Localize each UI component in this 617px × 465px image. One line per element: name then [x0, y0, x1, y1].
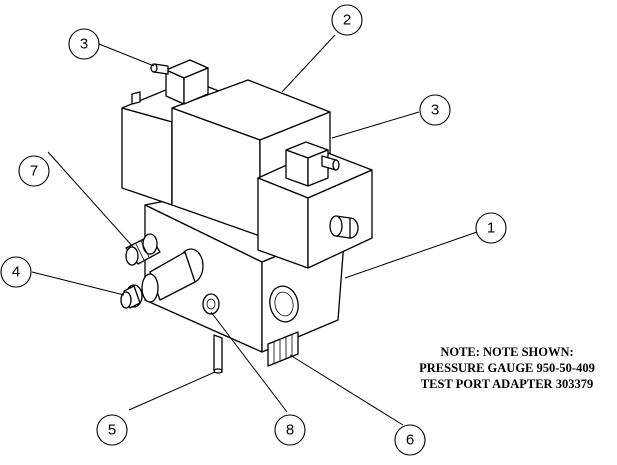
- test-port-adapter: [120, 248, 204, 309]
- callout-3-right-label: 3: [431, 102, 439, 119]
- knurled-knob: [267, 331, 299, 367]
- leader-lines: [31, 34, 478, 426]
- callout-3-right: 3: [419, 94, 451, 126]
- connector-top: [150, 59, 209, 105]
- callout-4: 4: [0, 256, 32, 288]
- pressure-gauge: [125, 233, 161, 266]
- port-plug: [202, 293, 220, 315]
- callout-1: 1: [475, 212, 507, 244]
- locating-pin: [213, 334, 223, 374]
- callout-8-label: 8: [286, 422, 294, 439]
- callout-5-label: 5: [108, 422, 116, 439]
- callout-8: 8: [274, 414, 306, 446]
- callout-2-label: 2: [343, 12, 351, 29]
- drawing-note: NOTE: NOTE SHOWN: PRESSURE GAUGE 950-50-…: [398, 344, 616, 392]
- callout-1-label: 1: [487, 220, 495, 237]
- note-line-1: NOTE: NOTE SHOWN:: [440, 345, 574, 359]
- callout-2: 2: [331, 4, 363, 36]
- callout-7: 7: [18, 155, 50, 187]
- solenoid-valve: [121, 79, 373, 269]
- note-line-2: PRESSURE GAUGE 950-50-409: [419, 361, 595, 375]
- callout-3-top: 3: [68, 28, 100, 60]
- callout-4-label: 4: [12, 264, 20, 281]
- callout-6-label: 6: [406, 432, 414, 449]
- callout-6: 6: [394, 424, 426, 456]
- callout-7-label: 7: [30, 163, 38, 180]
- note-line-3: TEST PORT ADAPTER 303379: [420, 377, 594, 391]
- callout-5: 5: [96, 414, 128, 446]
- callout-3-top-label: 3: [80, 36, 88, 53]
- connector-right: [285, 141, 340, 187]
